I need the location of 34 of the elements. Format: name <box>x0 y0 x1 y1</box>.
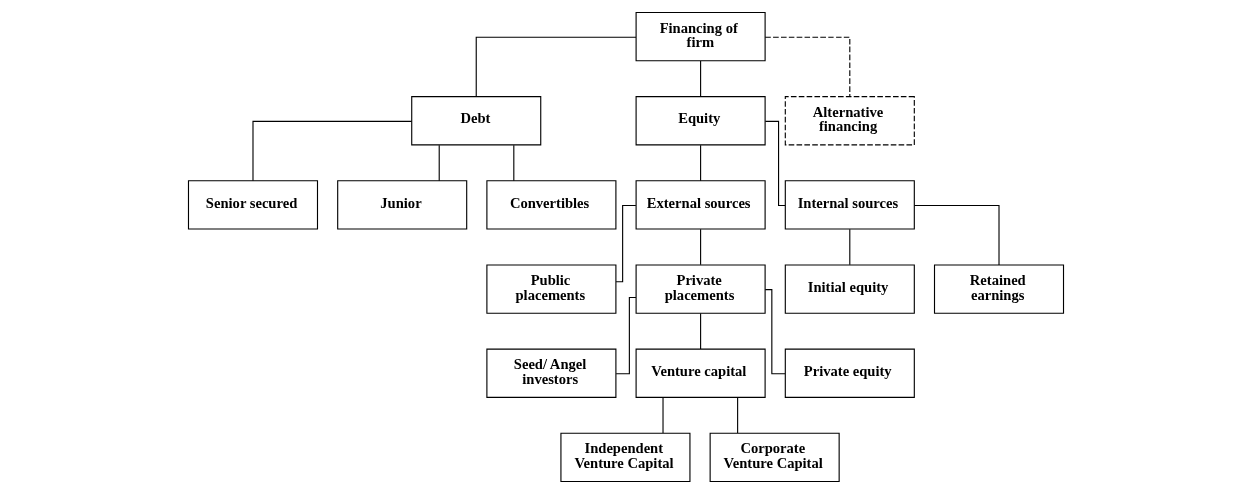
connector <box>475 36 637 98</box>
connector <box>764 36 850 98</box>
node-box: External sources <box>635 180 766 230</box>
connector <box>699 144 701 182</box>
connector <box>615 204 636 283</box>
node-box: Seed/ Angel investors <box>485 348 616 398</box>
connector <box>512 144 514 182</box>
connector <box>699 312 701 350</box>
node-box: Private placements <box>635 264 766 314</box>
node-box: Senior secured <box>187 180 318 230</box>
connector <box>661 397 664 434</box>
node-box: Alternative financing <box>784 96 915 146</box>
node-box: Junior <box>336 180 467 230</box>
node-box: Public placements <box>485 264 616 314</box>
node-box: Corporate Venture Capital <box>709 432 840 482</box>
node-box: Independent Venture Capital <box>559 432 690 482</box>
connector <box>251 120 412 182</box>
connector <box>913 204 1000 266</box>
connector <box>848 228 850 266</box>
node-box: Internal sources <box>784 180 915 230</box>
connector <box>736 397 738 434</box>
connector <box>699 60 701 98</box>
connector <box>764 289 786 375</box>
node-box: Financing of firm <box>635 11 766 62</box>
node-box: Equity <box>635 96 766 146</box>
connector <box>438 144 440 182</box>
connector <box>615 296 636 375</box>
node-box: Private equity <box>784 348 915 398</box>
node-box: Convertibles <box>485 180 616 230</box>
node-box: Venture capital <box>635 348 766 398</box>
node-box: Initial equity <box>784 264 915 314</box>
node-box: Debt <box>410 96 541 146</box>
node-box: Retained earnings <box>933 264 1064 314</box>
connector <box>699 228 701 266</box>
